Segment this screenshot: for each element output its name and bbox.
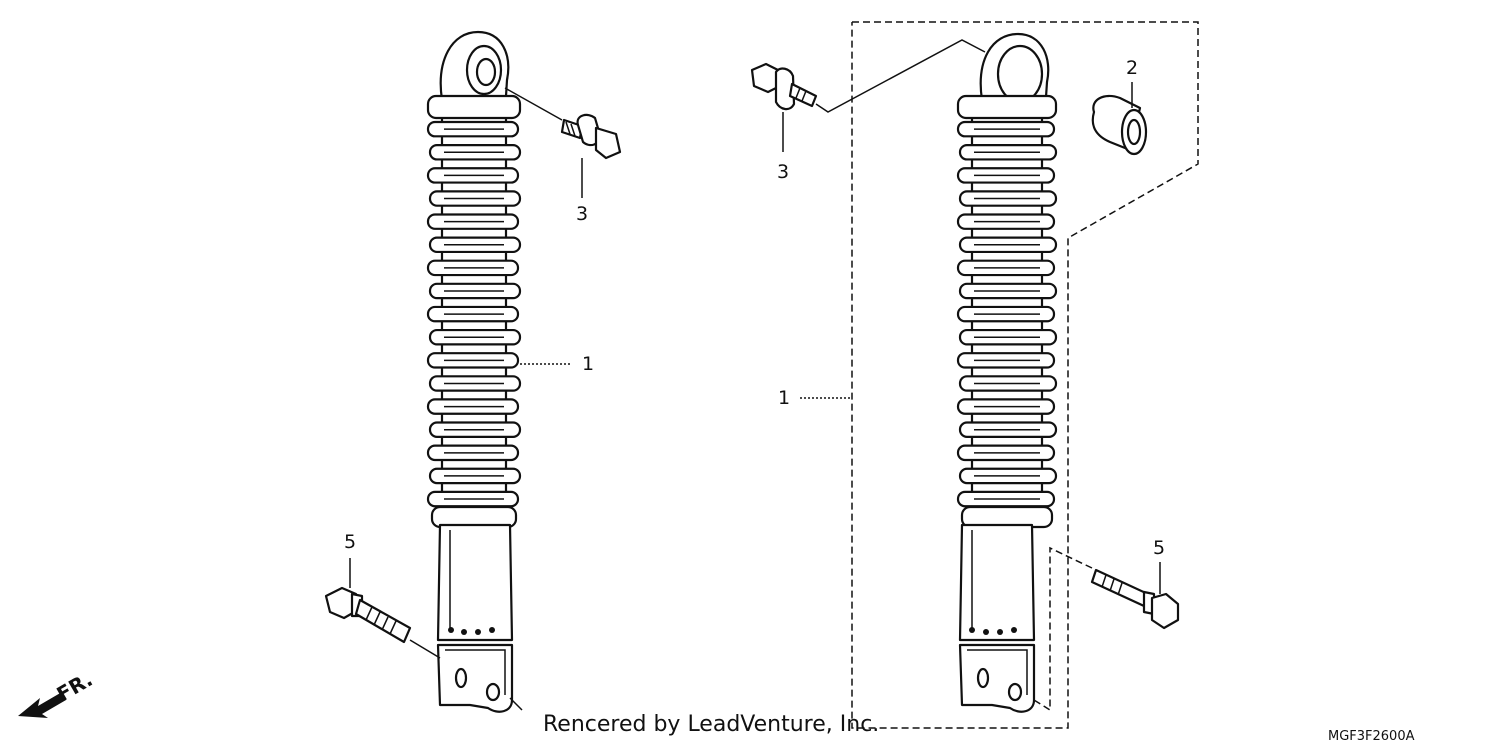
callout-left-bottom-bolt: 5 [344,531,356,553]
callout-right-bottom-bolt: 5 [1153,537,1165,559]
callout-right-shock: 1 [778,387,790,409]
right-top-bolt-axis-line [815,39,986,113]
left-top-bolt[interactable] [560,113,622,160]
front-direction-indicator: FR. [18,667,97,718]
left-bottom-bolt-axis-line-2 [509,697,523,711]
front-arrow-icon [18,692,66,718]
callout-right-top-bolt: 3 [777,161,789,183]
right-rear-shock-absorber[interactable] [956,32,1058,713]
right-bottom-bolt[interactable] [1090,568,1180,630]
left-bottom-bolt-axis-line [409,639,441,659]
callout-left-top-bolt: 3 [576,203,588,225]
assembly-boundary [851,21,1199,729]
bottom-bolt-axis-line [1033,546,1093,712]
callout-left-shock: 1 [582,353,594,375]
left-rear-shock-absorber[interactable] [426,30,522,713]
left-top-bolt-axis-line [504,87,563,121]
left-bottom-bolt[interactable] [324,586,412,644]
render-credit: Rencered by LeadVenture, Inc. [543,712,879,737]
callout-right-bushing: 2 [1126,57,1138,79]
diagram-code: MGF3F2600A [1328,729,1415,744]
right-shock-bushing[interactable] [1091,94,1148,156]
right-top-bolt[interactable] [750,62,818,111]
